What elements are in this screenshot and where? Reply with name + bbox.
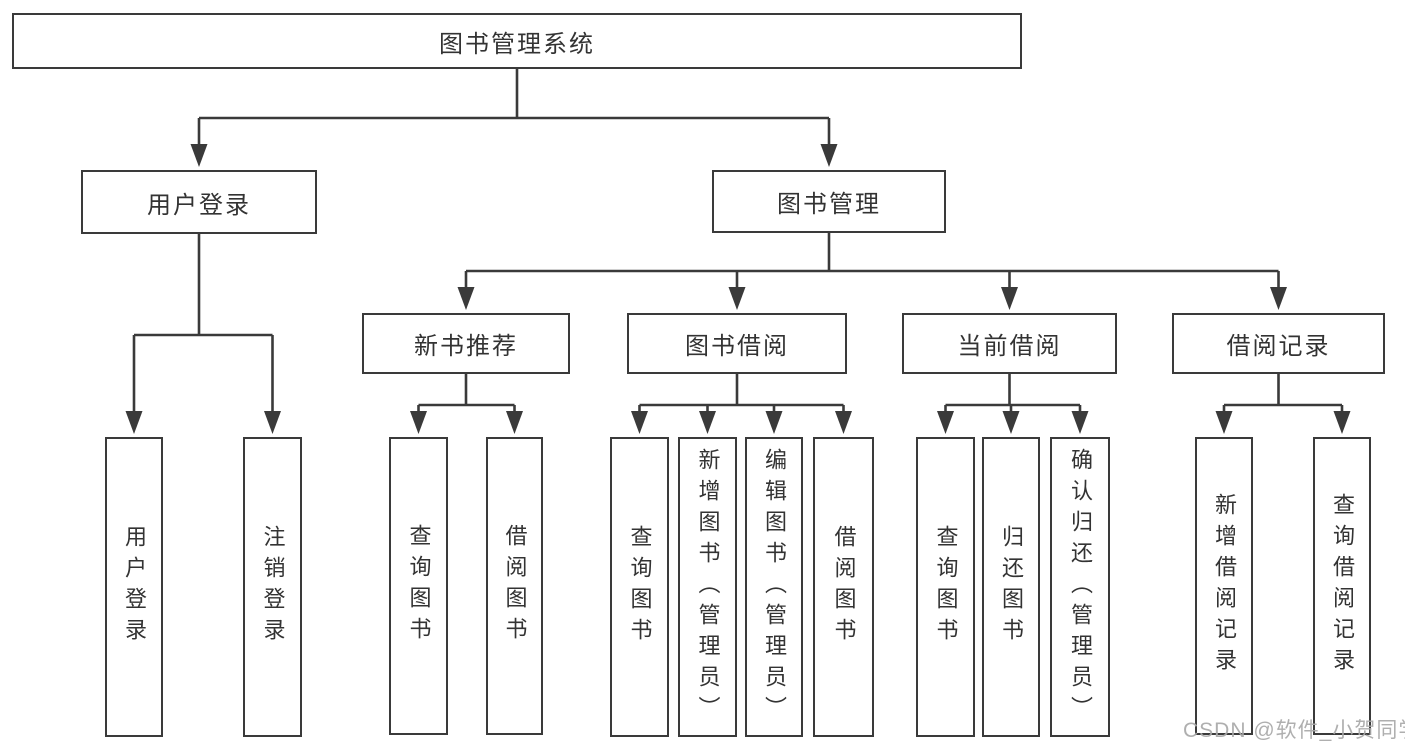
arrowhead-down-icon <box>699 411 716 434</box>
connector-fork-root <box>190 69 838 167</box>
node-label: 归还图书 <box>999 525 1024 649</box>
connector-fork-book-borrow <box>631 374 852 434</box>
node-rec-borrow: 借阅图书 <box>486 437 543 735</box>
node-login: 用户登录 <box>105 437 163 737</box>
node-label: 注销登录 <box>260 525 286 649</box>
node-label: 借阅图书 <box>831 525 857 649</box>
node-user-login: 用户登录 <box>81 170 317 234</box>
node-root: 图书管理系统 <box>12 13 1022 69</box>
connector-fork-user-login <box>125 234 281 434</box>
node-cb-confirm: 确认归还（管理员） <box>1050 437 1110 737</box>
node-book-borrow: 图书借阅 <box>627 313 847 374</box>
node-label: 借阅图书 <box>502 524 528 648</box>
node-bb-add: 新增图书（管理员） <box>678 437 737 737</box>
node-label: 图书管理 <box>777 191 881 218</box>
node-label: 查询图书 <box>627 525 653 649</box>
node-label: 当前借阅 <box>957 333 1062 360</box>
arrowhead-down-icon <box>631 411 648 434</box>
node-borrow-record: 借阅记录 <box>1172 313 1385 374</box>
arrowhead-down-icon <box>1001 287 1018 310</box>
connector-fork-borrow-record <box>1215 374 1351 434</box>
node-book-mgmt: 图书管理 <box>712 170 946 233</box>
arrowhead-down-icon <box>835 411 852 434</box>
arrowhead-down-icon <box>410 411 427 434</box>
arrowhead-down-icon <box>190 144 208 167</box>
node-cb-query: 查询图书 <box>916 437 975 737</box>
arrowhead-down-icon <box>728 287 746 310</box>
arrowhead-down-icon <box>1002 411 1020 434</box>
arrowhead-down-icon <box>1333 411 1351 434</box>
node-cb-return: 归还图书 <box>982 437 1040 737</box>
arrowhead-down-icon <box>1071 411 1089 434</box>
arrowhead-down-icon <box>1215 411 1233 434</box>
node-new-book-rec: 新书推荐 <box>362 313 570 374</box>
arrowhead-down-icon <box>765 411 783 434</box>
node-label: 新增借阅记录 <box>1212 493 1237 679</box>
node-label: 用户登录 <box>122 525 147 649</box>
arrowhead-down-icon <box>937 411 954 434</box>
node-br-add: 新增借阅记录 <box>1195 437 1253 735</box>
arrowhead-down-icon <box>457 287 475 310</box>
node-label: 用户登录 <box>147 191 251 219</box>
arrowhead-down-icon <box>264 411 281 434</box>
node-label: 查询借阅记录 <box>1330 493 1355 679</box>
arrowhead-down-icon <box>506 411 523 434</box>
node-label: 查询图书 <box>933 525 959 649</box>
node-label: 查询图书 <box>406 524 432 648</box>
node-logout: 注销登录 <box>243 437 302 737</box>
node-label: 新增图书（管理员） <box>695 447 721 727</box>
connector-fork-book-mgmt <box>457 233 1287 310</box>
watermark: CSDN @软件_小贺同学 <box>1183 719 1405 742</box>
node-label: 图书借阅 <box>685 333 789 360</box>
node-bb-query: 查询图书 <box>610 437 669 737</box>
node-br-query: 查询借阅记录 <box>1313 437 1371 735</box>
node-rec-query: 查询图书 <box>389 437 448 735</box>
node-label: 图书管理系统 <box>439 30 595 58</box>
node-label: 新书推荐 <box>414 333 518 360</box>
node-label: 确认归还（管理员） <box>1068 447 1093 727</box>
node-bb-edit: 编辑图书（管理员） <box>745 437 803 737</box>
node-current-borrow: 当前借阅 <box>902 313 1117 374</box>
node-label: 借阅记录 <box>1226 333 1331 360</box>
connector-fork-current-borrow <box>937 374 1089 434</box>
connector-fork-new-book-rec <box>410 374 523 434</box>
node-bb-borrow: 借阅图书 <box>813 437 874 737</box>
node-label: 编辑图书（管理员） <box>762 447 787 727</box>
arrowhead-down-icon <box>1270 287 1287 310</box>
arrowhead-down-icon <box>125 411 143 434</box>
arrowhead-down-icon <box>820 144 838 167</box>
